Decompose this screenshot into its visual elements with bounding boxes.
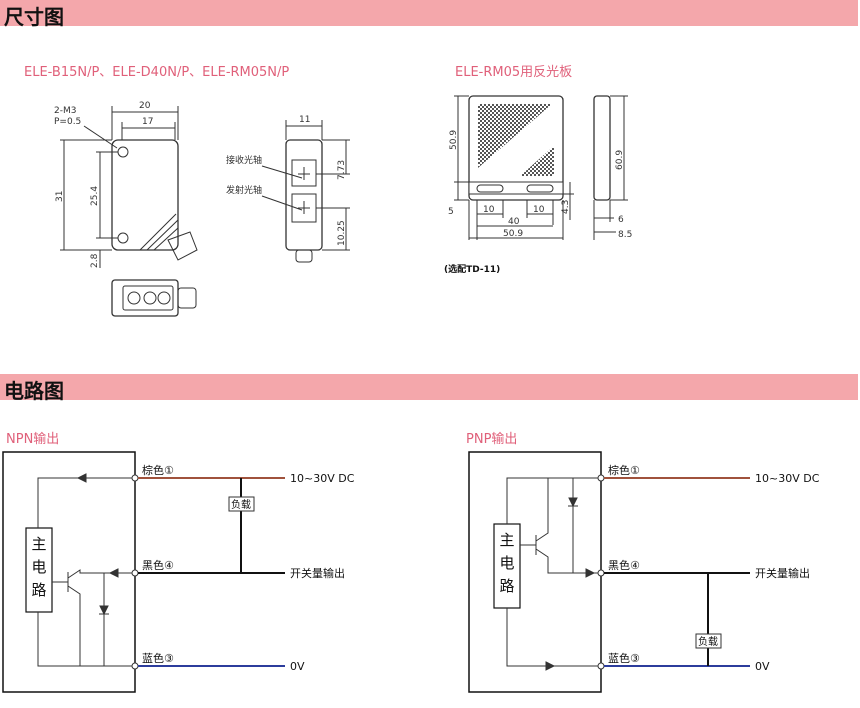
thread-note-1: 2-M3 xyxy=(54,106,76,116)
dim-2-8: 2.8 xyxy=(90,253,100,268)
pnp-main-circuit-3: 路 xyxy=(499,577,514,595)
optional-note: (选配TD-11) xyxy=(444,263,500,275)
dim-40: 40 xyxy=(508,217,520,227)
npn-supply-label: 10~30V DC xyxy=(290,472,355,485)
dim-10-right: 10 xyxy=(533,205,545,215)
dim-8-5: 8.5 xyxy=(618,230,632,240)
pnp-title: PNP输出 xyxy=(466,432,518,447)
dim-50-9-horizontal: 50.9 xyxy=(503,229,523,239)
thread-note-2: P=0.5 xyxy=(54,117,81,127)
npn-zero-volt-label: 0V xyxy=(290,660,305,673)
pnp-brown-wire-label: 棕色① xyxy=(608,463,640,477)
npn-main-circuit-1: 主 xyxy=(31,535,46,553)
dim-60-9: 60.9 xyxy=(615,150,625,170)
reflector-side-view xyxy=(593,95,628,240)
dim-25-4: 25.4 xyxy=(90,186,100,206)
pnp-main-circuit-2: 电 xyxy=(499,554,514,572)
receive-axis-label: 接收光轴 xyxy=(226,154,262,166)
npn-black-wire-label: 黑色④ xyxy=(142,558,174,572)
pnp-black-wire-label: 黑色④ xyxy=(608,558,640,572)
sensor-side-view xyxy=(261,120,350,263)
dim-7-73: 7.73 xyxy=(337,160,347,180)
pnp-blue-wire-label: 蓝色③ xyxy=(608,651,640,665)
pnp-main-circuit-1: 主 xyxy=(499,531,514,549)
dim-6: 6 xyxy=(618,215,624,225)
dim-10-left: 10 xyxy=(483,205,495,215)
npn-title: NPN输出 xyxy=(6,432,60,447)
dim-4-3: 4.3 xyxy=(561,200,571,214)
dim-50-9-vertical: 50.9 xyxy=(449,130,459,150)
emit-axis-label: 发射光轴 xyxy=(226,184,262,196)
pnp-switch-output-label: 开关量输出 xyxy=(755,566,810,580)
pnp-supply-label: 10~30V DC xyxy=(755,472,820,485)
pnp-load-label: 负载 xyxy=(698,635,718,648)
dim-20: 20 xyxy=(139,101,151,111)
npn-circuit xyxy=(2,451,285,693)
npn-switch-output-label: 开关量输出 xyxy=(290,566,345,580)
reflector-front-view xyxy=(454,95,574,240)
circuit-section-header: 电路图 xyxy=(0,374,858,403)
circuit-section-title: 电路图 xyxy=(4,379,64,403)
npn-load-label: 负载 xyxy=(231,498,251,511)
reflector-label: ELE-RM05用反光板 xyxy=(455,65,573,80)
dim-31: 31 xyxy=(55,191,65,202)
dim-11: 11 xyxy=(299,115,310,125)
pnp-circuit xyxy=(468,451,750,693)
npn-main-circuit-3: 路 xyxy=(31,581,46,599)
dim-17: 17 xyxy=(142,117,153,127)
models-label: ELE-B15N/P、ELE-D40N/P、ELE-RM05N/P xyxy=(24,65,290,80)
npn-main-circuit-2: 电 xyxy=(31,558,46,576)
sensor-bottom-view xyxy=(111,279,197,317)
dimensions-section-title: 尺寸图 xyxy=(4,5,64,29)
dimensions-section-header: 尺寸图 xyxy=(0,0,858,29)
dim-10-25: 10.25 xyxy=(337,220,347,246)
npn-blue-wire-label: 蓝色③ xyxy=(142,651,174,665)
pnp-zero-volt-label: 0V xyxy=(755,660,770,673)
npn-brown-wire-label: 棕色① xyxy=(142,463,174,477)
sensor-front-view xyxy=(60,106,198,268)
dim-5: 5 xyxy=(448,207,454,217)
